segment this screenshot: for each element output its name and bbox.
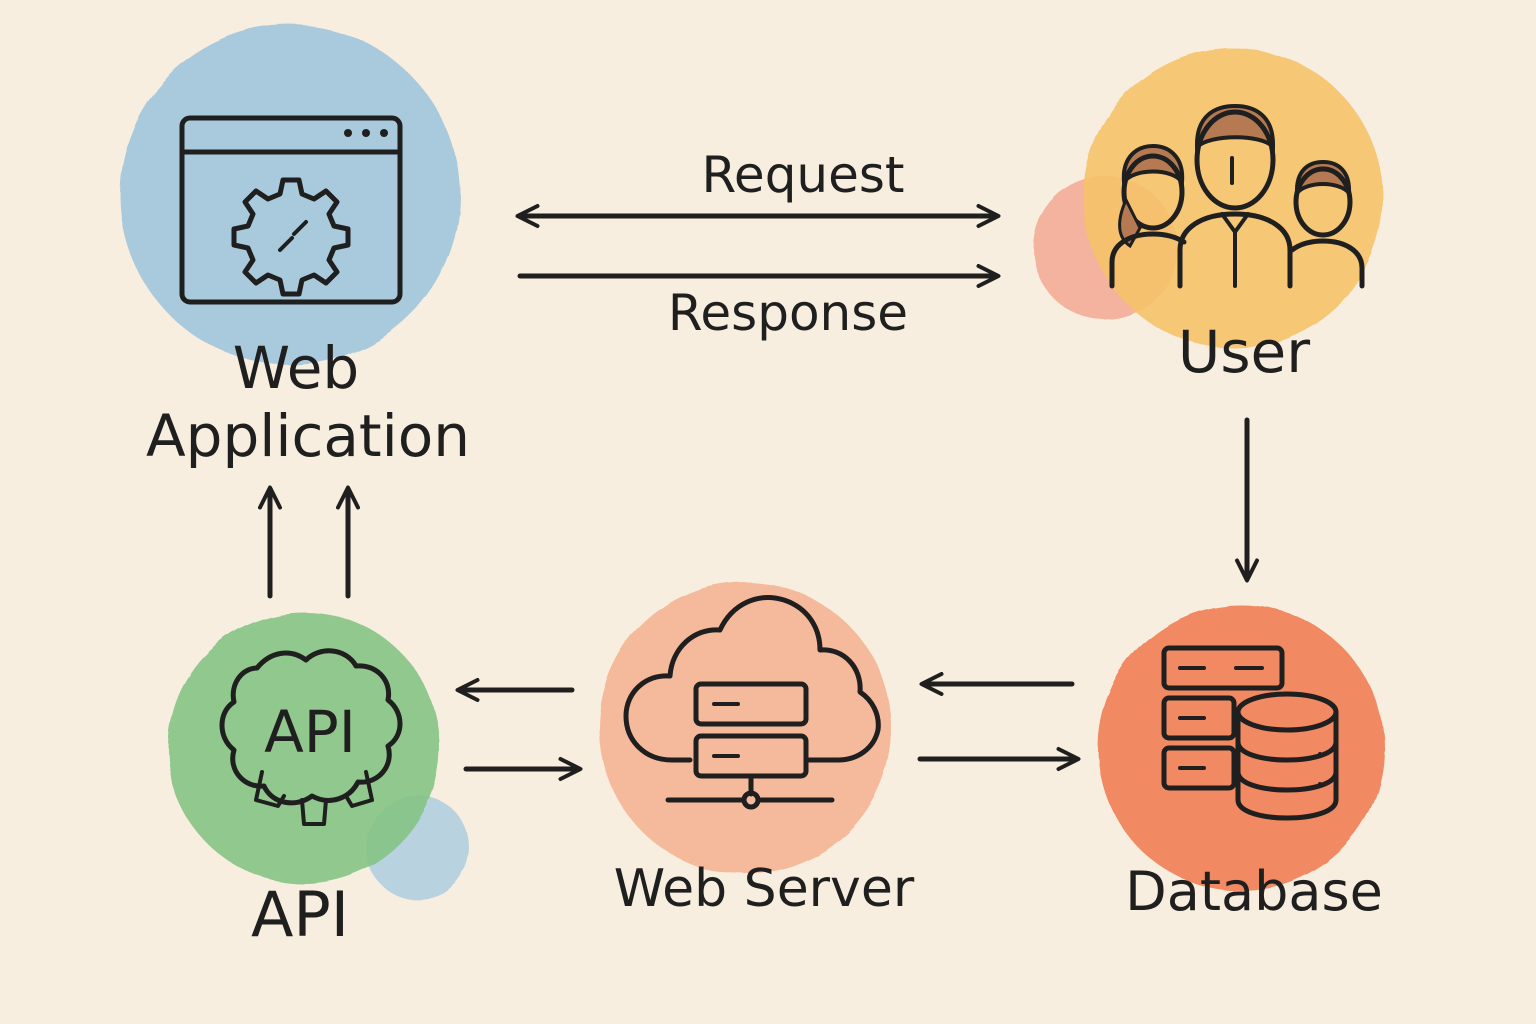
request-label: Request [701, 146, 904, 204]
web-server-blob [599, 582, 891, 874]
user-label: User [1178, 318, 1310, 386]
web-app-label-line2: Application [146, 402, 470, 470]
web-app-blob [120, 25, 460, 365]
cloud-server-icon [623, 595, 881, 810]
api-label: API [251, 878, 349, 951]
database-label: Database [1125, 860, 1383, 923]
response-label: Response [668, 284, 908, 342]
browser-gear-icon [179, 115, 403, 305]
api-gear-icon: API [219, 648, 403, 826]
api-icon-text: API [264, 698, 356, 766]
users-group-icon [1109, 103, 1365, 289]
web-server-label: Web Server [614, 859, 915, 919]
database-stack-icon [1161, 645, 1339, 821]
web-app-label-line1: Web [233, 334, 359, 402]
user-blob [1083, 48, 1383, 348]
